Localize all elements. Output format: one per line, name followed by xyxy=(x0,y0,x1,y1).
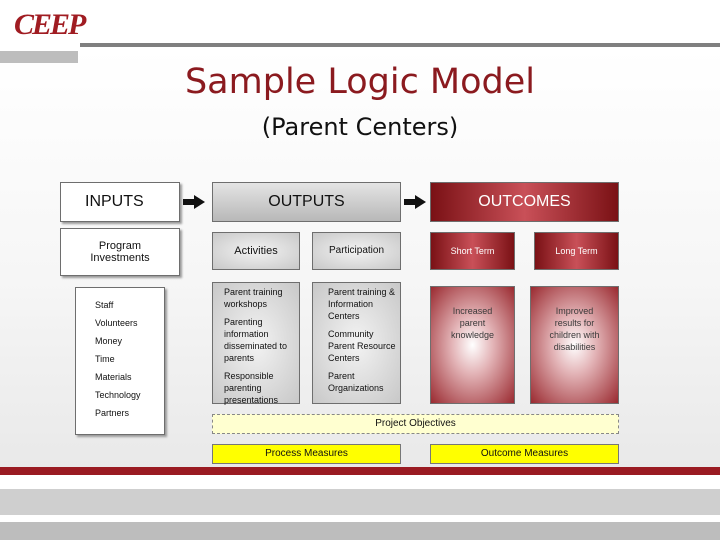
process-measures-box: Process Measures xyxy=(212,444,401,464)
short-term-outcome: Increased parent knowledge xyxy=(450,306,495,340)
program-investments-box: Program Investments xyxy=(60,228,180,276)
input-item: Technology xyxy=(95,390,141,400)
short-term-label: Short Term xyxy=(430,232,515,270)
project-objectives-box: Project Objectives xyxy=(212,414,619,434)
inputs-header: INPUTS xyxy=(60,182,180,222)
long-term-outcome: Improved results for children with disab… xyxy=(549,306,600,352)
short-term-box: Increased parent knowledge xyxy=(430,286,515,404)
activity-item: Responsible parenting presentations xyxy=(224,371,279,405)
slide-title: Sample Logic Model xyxy=(184,62,536,102)
participation-item: Parent Organizations xyxy=(328,371,384,393)
input-item: Staff xyxy=(95,300,114,310)
header-rule xyxy=(80,43,720,47)
ceep-logo: CEEP xyxy=(14,8,86,41)
outcome-measures-box: Outcome Measures xyxy=(430,444,619,464)
input-item: Materials xyxy=(95,372,132,382)
footer-accent-bar xyxy=(0,467,720,475)
input-item: Money xyxy=(95,336,123,346)
slide-subtitle: (Parent Centers) xyxy=(261,113,459,141)
activities-label: Activities xyxy=(212,232,300,270)
input-item: Partners xyxy=(95,408,130,418)
arrow-right-icon xyxy=(183,195,205,209)
long-term-box: Improved results for children with disab… xyxy=(530,286,619,404)
input-item: Volunteers xyxy=(95,318,138,328)
outputs-header: OUTPUTS xyxy=(212,182,401,222)
participation-label: Participation xyxy=(312,232,401,270)
long-term-label: Long Term xyxy=(534,232,619,270)
arrow-right-icon xyxy=(404,195,426,209)
participation-item: Parent training & Information Centers xyxy=(328,287,396,321)
activity-item: Parent training workshops xyxy=(224,287,283,309)
input-item: Time xyxy=(95,354,115,364)
header-tab xyxy=(0,51,78,63)
footer-bar-bottom xyxy=(0,522,720,540)
activity-item: Parenting information disseminated to pa… xyxy=(224,317,288,363)
outcomes-header: OUTCOMES xyxy=(430,182,619,222)
participation-item: Community Parent Resource Centers xyxy=(328,329,396,363)
footer-bar xyxy=(0,489,720,515)
